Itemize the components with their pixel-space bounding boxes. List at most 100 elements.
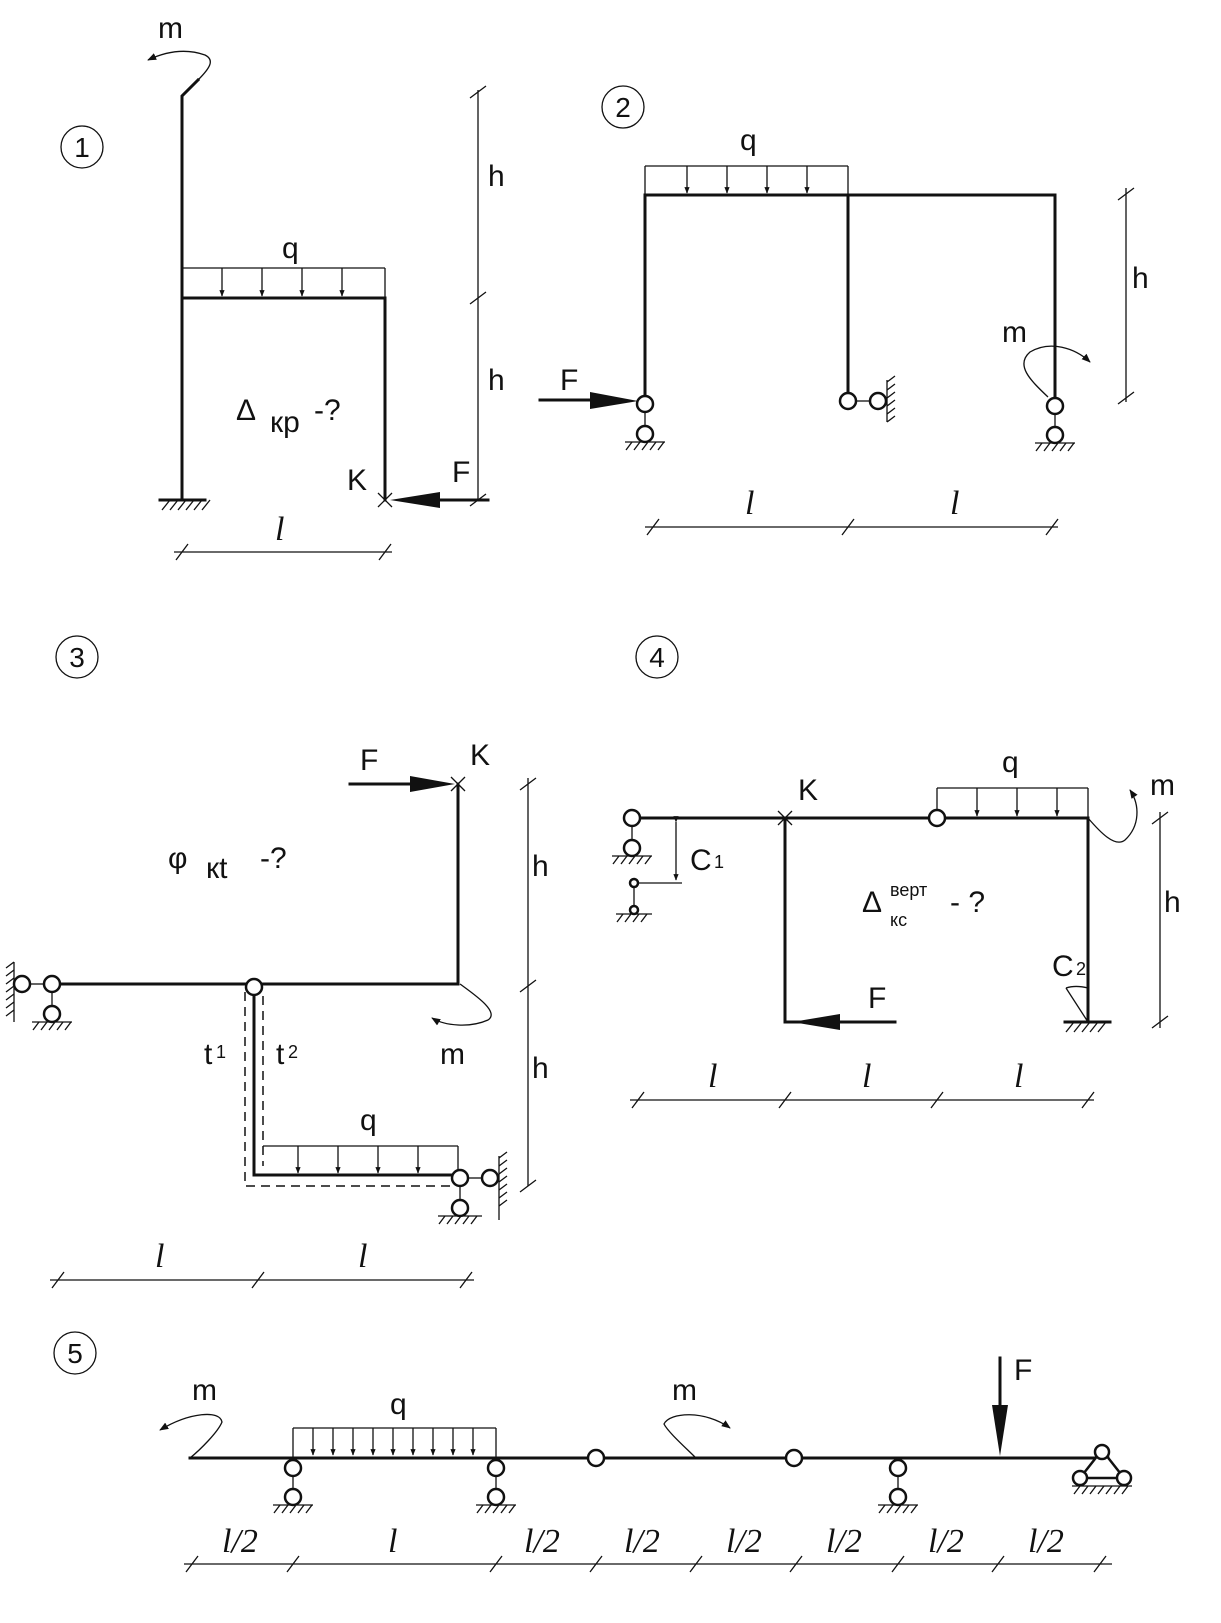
span-8-label: l/2 — [1028, 1523, 1064, 1560]
moment-arrow — [1087, 789, 1138, 843]
span-7-label: l/2 — [928, 1523, 964, 1560]
svg-text:1: 1 — [216, 1042, 226, 1062]
point-k-mark — [450, 776, 466, 792]
span-left-label: l — [745, 485, 754, 522]
temperature-fiber-outer — [244, 992, 452, 1187]
settlement-c1-label: C 1 — [690, 844, 724, 877]
span-right-label: l — [358, 1238, 367, 1275]
diagram-3-number: 3 — [55, 635, 99, 679]
height-label: h — [1132, 262, 1149, 295]
moment-left-label: m — [192, 1374, 217, 1407]
diagram-3-frame — [50, 782, 460, 1177]
temperature-t1-label: t 1 — [204, 1038, 226, 1071]
question-delta-kp: Δ кр -? — [236, 394, 341, 439]
force-label: F — [1014, 1354, 1032, 1387]
span-right-label: l — [950, 485, 959, 522]
svg-text:2: 2 — [1076, 959, 1086, 979]
moment-label: m — [440, 1038, 465, 1071]
distributed-load-q — [263, 1145, 459, 1174]
span-4-label: l/2 — [624, 1523, 660, 1560]
span-left-label: l — [155, 1238, 164, 1275]
force-label: F — [360, 744, 378, 777]
hinge-2 — [784, 1448, 804, 1468]
svg-text:C: C — [690, 844, 712, 877]
roller-support-middle — [838, 375, 896, 423]
height-upper-label: h — [532, 850, 549, 883]
hinge — [927, 808, 947, 828]
svg-text:-?: -? — [314, 394, 341, 427]
diagram-2-number: 2 — [601, 85, 645, 129]
force-label: F — [868, 982, 886, 1015]
height-label: h — [1164, 886, 1181, 919]
distributed-load-q — [644, 165, 849, 195]
point-label: K — [470, 739, 490, 772]
roller-support-left — [5, 961, 72, 1031]
temperature-t2-label: t 2 — [276, 1038, 298, 1071]
span-2-label: l — [388, 1523, 397, 1560]
moment-arrow — [431, 983, 492, 1026]
question-phi-kt: φ кt -? — [168, 842, 287, 885]
pin-support-2 — [476, 1458, 516, 1514]
hinge — [244, 977, 264, 997]
distributed-load-q — [936, 787, 1089, 818]
svg-text:3: 3 — [69, 642, 85, 673]
diagram-4: 4 C 1 K — [612, 635, 1181, 1109]
span-1-label: l/2 — [222, 1523, 258, 1560]
moment-label: m — [1150, 769, 1175, 802]
height-dimension — [519, 777, 537, 1193]
fixed-support — [158, 498, 211, 511]
moment-arrow — [1023, 345, 1091, 398]
svg-text:4: 4 — [649, 642, 665, 673]
span-2-label: l — [862, 1058, 871, 1095]
height-dimension — [1151, 811, 1169, 1029]
svg-text:кс: кс — [890, 910, 907, 930]
diagram-3: 3 K F φ кt -? — [5, 635, 549, 1289]
moment-label: m — [1002, 316, 1027, 349]
span-label: l — [275, 511, 284, 548]
svg-text:кt: кt — [206, 852, 228, 885]
svg-text:2: 2 — [288, 1042, 298, 1062]
displaced-support — [616, 816, 682, 923]
moment-mid-arrow — [663, 1414, 731, 1459]
svg-text:t: t — [204, 1038, 213, 1071]
span-dimension — [50, 1271, 474, 1289]
svg-text:φ: φ — [168, 842, 187, 875]
moment-left-arrow — [159, 1413, 223, 1459]
force-label: F — [560, 364, 578, 397]
pin-support-left — [625, 394, 665, 451]
fixed-support-right — [1063, 985, 1112, 1033]
span-6-label: l/2 — [826, 1523, 862, 1560]
pin-support-right — [438, 1151, 508, 1225]
svg-text:2: 2 — [615, 92, 631, 123]
distributed-load-q — [181, 267, 386, 298]
diagram-2-frame — [643, 193, 1057, 405]
svg-text:Δ: Δ — [862, 886, 882, 919]
span-5-label: l/2 — [726, 1523, 762, 1560]
height-lower-label: h — [532, 1052, 549, 1085]
diagram-4-number: 4 — [635, 635, 679, 679]
span-dimension — [174, 543, 392, 561]
pin-support-3 — [878, 1458, 918, 1514]
load-label: q — [282, 232, 299, 265]
height-upper-label: h — [488, 160, 505, 193]
diagram-5-number: 5 — [53, 1331, 97, 1375]
point-k-mark — [377, 492, 393, 508]
force-arrow — [792, 1014, 897, 1030]
pin-support-left — [612, 808, 652, 865]
svg-text:5: 5 — [67, 1338, 83, 1369]
span-dimension — [630, 1091, 1095, 1109]
pin-support-1 — [273, 1458, 313, 1514]
moment-label: m — [158, 12, 183, 45]
svg-text:t: t — [276, 1038, 285, 1071]
hinge-1 — [586, 1448, 606, 1468]
force-arrow — [390, 492, 490, 508]
span-dimension — [645, 518, 1059, 536]
fixed-pin-support-right — [1071, 1443, 1133, 1495]
load-label: q — [360, 1104, 377, 1137]
distributed-load-q — [292, 1427, 497, 1458]
height-dimension — [1117, 187, 1135, 405]
svg-text:кр: кр — [270, 406, 300, 439]
svg-text:Δ: Δ — [236, 394, 256, 427]
diagram-5: 5 m q — [53, 1331, 1133, 1573]
